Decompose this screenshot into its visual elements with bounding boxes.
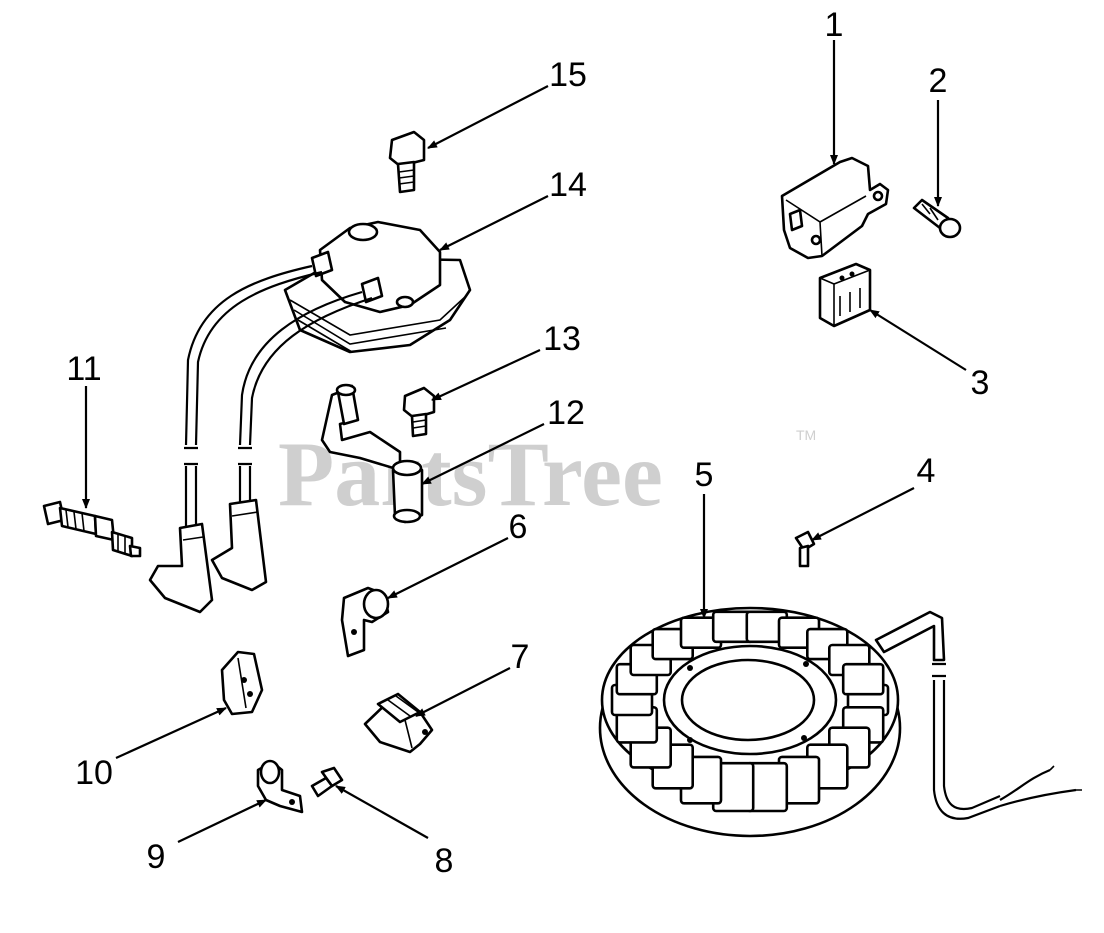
stator-bore (680, 658, 816, 742)
part-9-clamp[interactable] (256, 759, 304, 814)
callout-2: 2 (929, 62, 948, 100)
callout-8: 8 (435, 842, 454, 880)
part-2-screw[interactable] (912, 198, 962, 239)
callout-15: 15 (549, 56, 587, 94)
part-1-ignition-module[interactable] (780, 156, 890, 260)
callout-4: 4 (917, 452, 936, 490)
part-6-clamp[interactable] (340, 586, 390, 658)
callout-3: 3 (971, 364, 990, 402)
stator-pole (841, 662, 885, 696)
callout-12: 12 (547, 394, 585, 432)
part-13-bolt[interactable] (402, 386, 436, 438)
callout-14: 14 (549, 166, 587, 204)
part-10-grommet[interactable] (220, 650, 264, 716)
callout-13: 13 (543, 320, 581, 358)
part-14-ignition-coil[interactable] (148, 220, 472, 614)
part-4-screw[interactable] (794, 530, 816, 568)
watermark-trademark: TM (796, 427, 816, 443)
part-7-terminal-block[interactable] (363, 692, 434, 754)
part-11-spark-plug[interactable] (42, 500, 142, 558)
callout-labels: 15 14 13 12 11 6 7 10 9 8 1 2 3 4 5 (66, 6, 989, 880)
part-15-bolt[interactable] (388, 130, 426, 194)
part-12-bracket[interactable] (320, 383, 424, 524)
callout-7: 7 (511, 638, 530, 676)
part-3-connector[interactable] (818, 262, 872, 328)
callout-10: 10 (75, 754, 113, 792)
leader-lines (82, 40, 967, 843)
callout-1: 1 (825, 6, 844, 44)
callout-5: 5 (695, 456, 714, 494)
callout-9: 9 (147, 838, 166, 876)
part-5-stator[interactable] (598, 606, 1082, 838)
callout-11: 11 (66, 350, 101, 388)
callout-6: 6 (509, 508, 528, 546)
part-8-screw[interactable] (310, 766, 344, 798)
